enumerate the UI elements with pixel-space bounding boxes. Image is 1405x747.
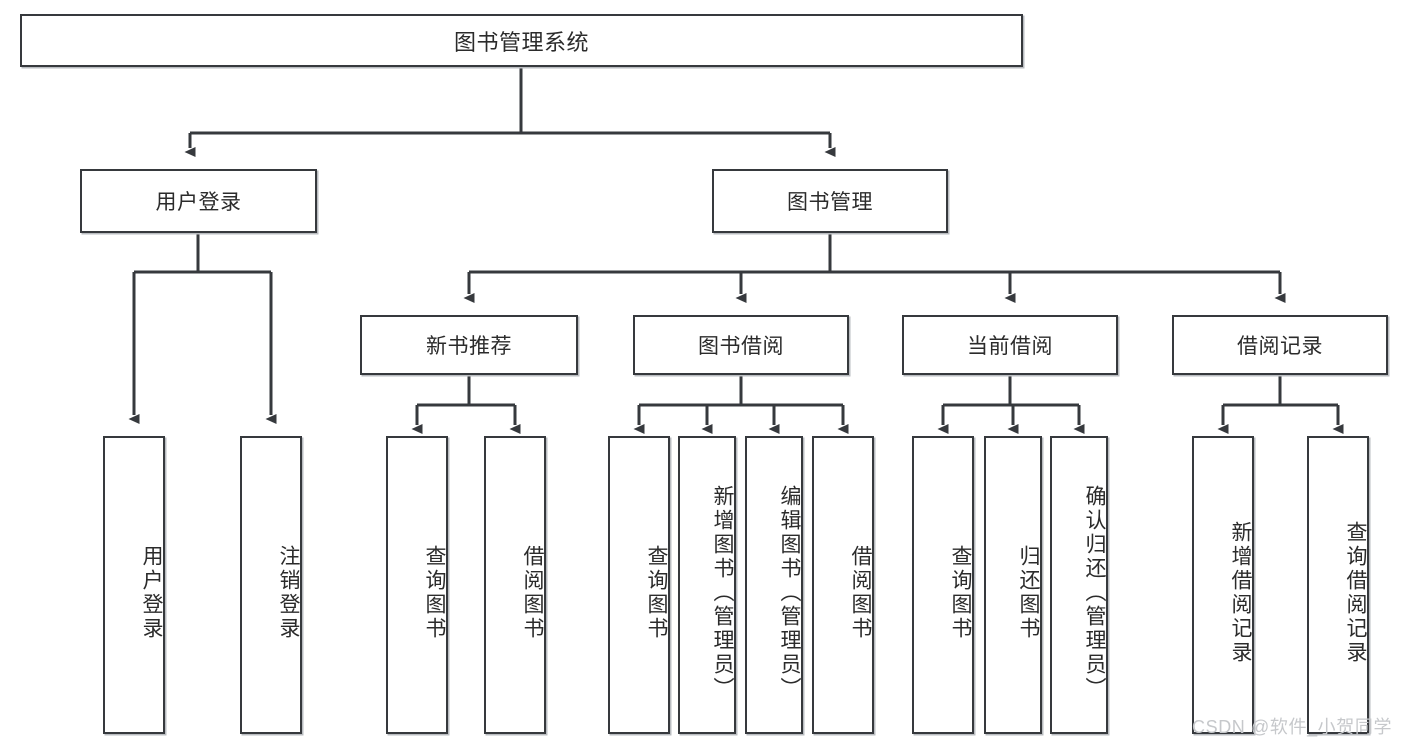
leaf-edit-book-admin[interactable]: 编辑图书（管理员） — [745, 436, 803, 734]
leaf-confirm-return-admin[interactable]: 确认归还（管理员） — [1050, 436, 1108, 734]
node-current-borrow[interactable]: 当前借阅 — [902, 315, 1118, 375]
node-book-manage[interactable]: 图书管理 — [712, 169, 948, 233]
node-new-book-recommend[interactable]: 新书推荐 — [360, 315, 578, 375]
leaf-user-login[interactable]: 用户登录 — [103, 436, 165, 734]
node-book-borrow[interactable]: 图书借阅 — [633, 315, 849, 375]
leaf-query-borrow-record[interactable]: 查询借阅记录 — [1307, 436, 1369, 734]
leaf-query-book-borrow[interactable]: 查询图书 — [608, 436, 670, 734]
leaf-add-borrow-record[interactable]: 新增借阅记录 — [1192, 436, 1254, 734]
leaf-add-book-admin[interactable]: 新增图书（管理员） — [678, 436, 736, 734]
leaf-query-book-current[interactable]: 查询图书 — [912, 436, 974, 734]
leaf-user-logout[interactable]: 注销登录 — [240, 436, 302, 734]
leaf-query-book-new-recommend[interactable]: 查询图书 — [386, 436, 448, 734]
leaf-borrow-book[interactable]: 借阅图书 — [812, 436, 874, 734]
node-borrow-record[interactable]: 借阅记录 — [1172, 315, 1388, 375]
node-root-system[interactable]: 图书管理系统 — [20, 14, 1023, 67]
leaf-borrow-book-new-recommend[interactable]: 借阅图书 — [484, 436, 546, 734]
node-user-login[interactable]: 用户登录 — [80, 169, 317, 233]
leaf-return-book[interactable]: 归还图书 — [984, 436, 1042, 734]
